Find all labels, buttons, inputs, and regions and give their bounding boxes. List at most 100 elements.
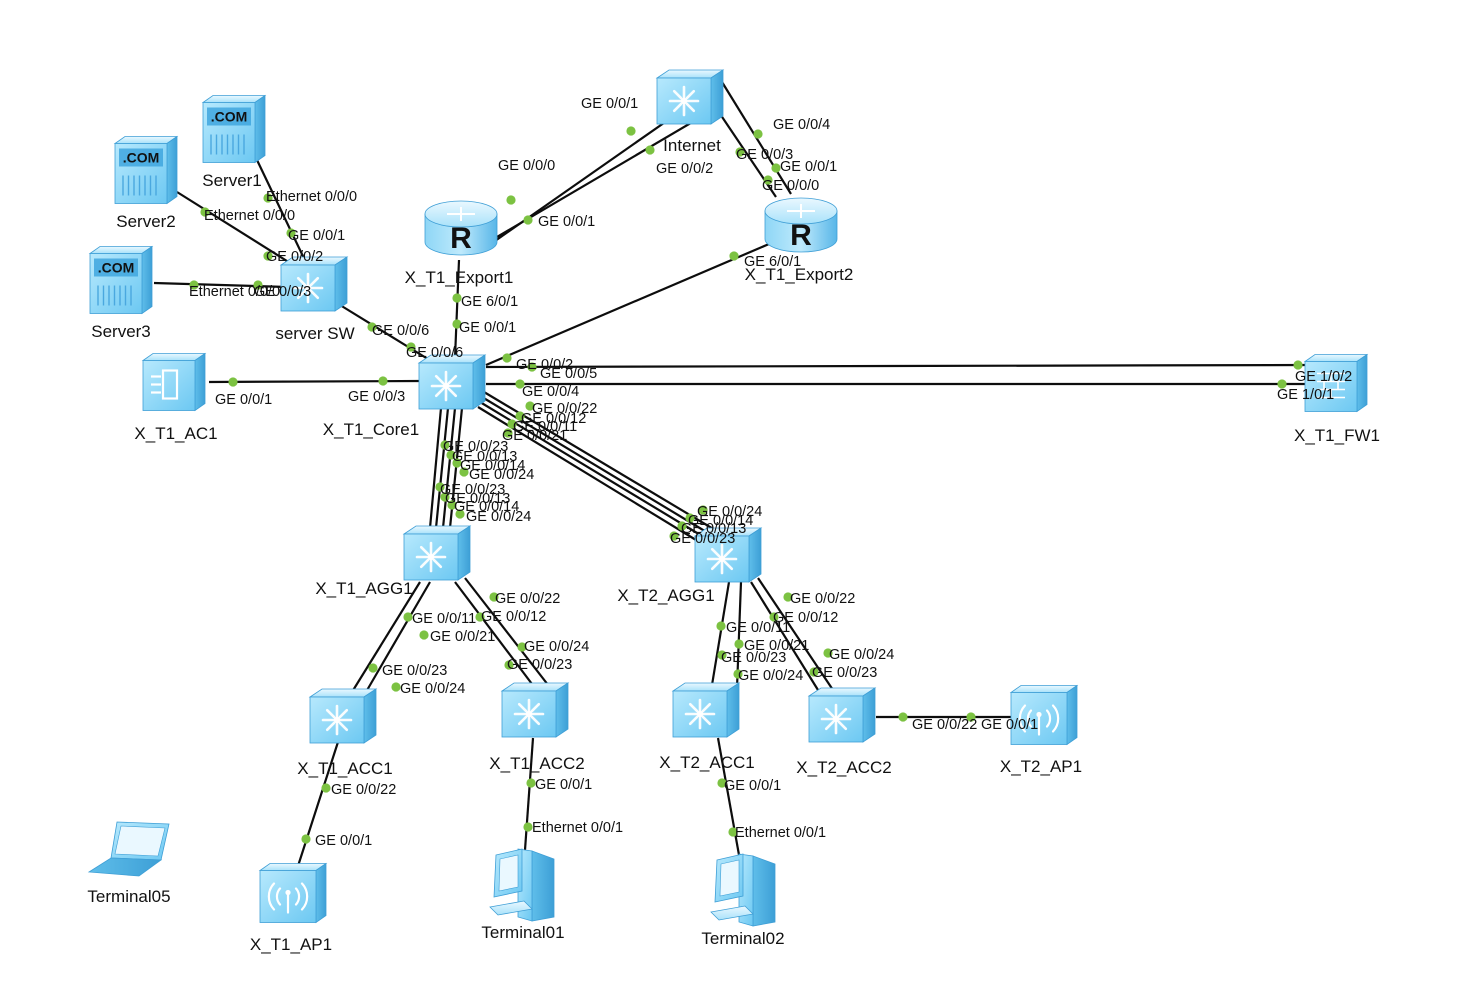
port-label-core1: GE 0/0/23 [443,439,508,455]
link-agg1-acc1[interactable] [365,581,431,693]
port-dot-export1 [452,293,462,303]
link-export2-core1[interactable] [485,242,770,367]
link-export1-core1[interactable] [453,259,461,359]
port-dot-t2agg1 [677,521,687,531]
svg-text:.COM: .COM [98,260,135,276]
link-agg1-acc1[interactable] [351,581,421,693]
port-dot-core1 [459,467,469,477]
node-terminal02[interactable]: Terminal02 [701,853,785,948]
node-terminal05[interactable]: Terminal05 [87,821,171,906]
link-server2-serversw[interactable] [176,191,307,274]
link-serversw-core1[interactable] [339,304,437,365]
link-core1-t2agg1[interactable] [479,401,703,537]
port-label-serversw: GE 0/0/2 [266,249,323,265]
access-point-icon [258,862,328,924]
port-label-t2agg1: GE 0/0/24 [697,504,762,520]
node-t2acc1[interactable]: X_T2_ACC1 [659,682,755,772]
port-label-t2agg1: GE 0/0/11 [726,620,790,636]
port-label-export1: GE 6/0/1 [461,294,518,310]
port-label-core1: GE 0/0/5 [540,366,597,382]
node-label-terminal05: Terminal05 [87,887,170,906]
server-icon: .COM [88,245,154,315]
port-dot-t2agg1 [734,639,744,649]
node-label-acc2: X_T1_ACC2 [489,754,584,773]
port-label-core1: GE 0/0/1 [459,320,516,336]
switch-icon [402,525,472,581]
node-label-ap1: X_T1_AP1 [250,935,332,954]
link-t2agg1-t2acc2[interactable] [757,577,834,691]
node-ap1[interactable]: X_T1_AP1 [250,862,332,955]
port-label-agg1: GE 0/0/24 [466,509,531,525]
port-label-core1: GE 0/0/6 [406,345,463,361]
node-ac1[interactable]: X_T1_AC1 [134,352,218,444]
port-dot-export1 [506,195,516,205]
port-label-export2: GE 0/0/1 [780,159,837,175]
port-dot-core1 [378,376,388,386]
node-t2agg1[interactable]: X_T2_AGG1 [617,527,763,605]
node-label-t2acc1: X_T2_ACC1 [659,753,754,772]
link-t2agg1-t2acc2[interactable] [750,581,819,691]
node-t2acc2[interactable]: X_T2_ACC2 [796,687,892,777]
switch-icon [671,682,741,738]
svg-text:.COM: .COM [211,109,248,125]
link-core1-agg1[interactable] [428,407,443,529]
port-label-t2agg1: GE 0/0/14 [688,513,753,529]
port-label-t2agg1: GE 0/0/21 [744,638,809,654]
port-dot-t2agg1 [716,621,726,631]
node-terminal01[interactable]: Terminal01 [481,848,565,942]
port-label-agg1: GE 0/0/11 [412,611,476,627]
node-label-serversw: server SW [275,324,354,343]
link-acc1-ap1[interactable] [296,741,340,867]
port-dot-export2 [729,251,739,261]
node-agg1[interactable]: X_T1_AGG1 [315,525,472,598]
node-t2ap1[interactable]: X_T2_AP1 [1000,684,1082,777]
link-server3-serversw[interactable] [153,281,288,289]
port-label-fw1: GE 1/0/2 [1295,369,1352,385]
port-label-t2ap1: GE 0/0/1 [981,717,1038,733]
node-internet[interactable]: Internet [655,69,725,155]
port-label-core1: GE 0/0/14 [460,458,525,474]
node-label-t2ap1: X_T2_AP1 [1000,757,1082,776]
port-label-agg1: GE 0/0/22 [495,591,560,607]
node-acc2[interactable]: X_T1_ACC2 [489,682,585,773]
link-agg1-acc2[interactable] [464,577,553,691]
switch-icon [807,687,877,743]
port-label-ap1: GE 0/0/1 [315,833,372,849]
port-dot-serversw [367,322,377,332]
link-core1-fw1[interactable] [485,363,1311,369]
link-server1-serversw[interactable] [256,159,312,274]
port-label-acc1: GE 0/0/24 [400,681,465,697]
port-label-t2agg1: GE 0/0/22 [790,591,855,607]
port-dot-t2acc2 [898,712,908,722]
port-dot-core1 [525,401,535,411]
port-dot-core1 [503,428,513,438]
node-core1[interactable]: X_T1_Core1 [323,354,487,439]
link-core1-t2agg1[interactable] [477,406,697,541]
port-dot-export1 [523,215,533,225]
link-core1-agg1[interactable] [434,407,450,529]
port-dot-server3 [189,280,199,290]
link-acc2-terminal01[interactable] [523,737,535,851]
node-fw1[interactable]: X_T1_FW1 [1294,353,1380,446]
node-acc1[interactable]: X_T1_ACC1 [297,688,393,778]
link-t2agg1-t2acc1[interactable] [710,581,731,686]
port-dot-server1 [263,193,273,203]
link-ac1-core1[interactable] [208,379,421,384]
link-agg1-acc2[interactable] [454,581,536,689]
port-label-acc1: GE 0/0/22 [331,782,396,798]
port-label-core1: GE 0/0/11 [513,419,577,435]
node-label-export1: X_T1_Export1 [405,268,514,287]
node-export1[interactable]: RX_T1_Export1 [405,200,514,287]
port-label-serversw: GE 0/0/6 [372,323,429,339]
node-serversw[interactable]: server SW [275,256,355,343]
link-core1-agg1[interactable] [441,407,457,529]
node-export2[interactable]: RX_T1_Export2 [745,197,854,284]
node-label-fw1: X_T1_FW1 [1294,426,1380,445]
port-dot-core1 [515,411,525,421]
port-label-acc1: GE 0/0/23 [382,663,447,679]
port-dot-internet [735,147,745,157]
